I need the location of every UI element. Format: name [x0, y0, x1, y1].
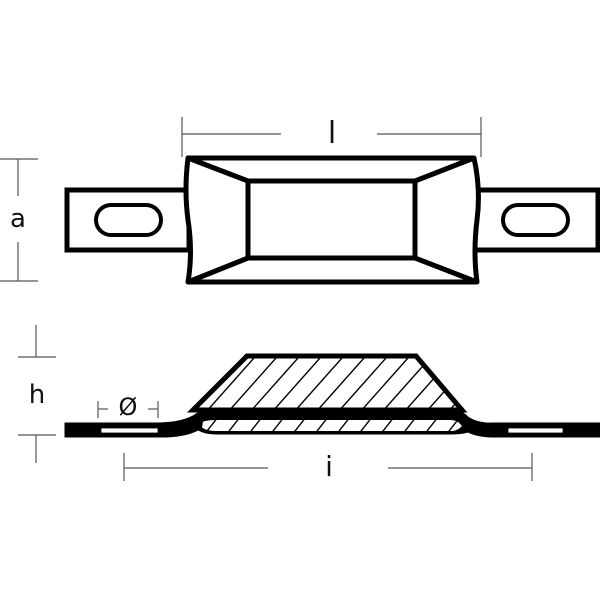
label-length-l: l — [327, 116, 337, 151]
lower-hatch-outline — [199, 418, 465, 433]
dimension-i-line — [123, 453, 533, 481]
dimension-a-line — [0, 158, 38, 282]
side-section-view — [18, 325, 600, 481]
dimension-diameter-line — [97, 401, 159, 418]
left-slot — [94, 203, 163, 237]
left-mounting-tab — [64, 187, 192, 253]
right-slot-section — [507, 427, 564, 434]
label-length-i: i — [325, 450, 333, 483]
label-hole-diameter: Ø — [118, 393, 138, 421]
right-mounting-tab — [471, 187, 600, 253]
dimension-l-line — [181, 117, 482, 157]
top-view — [0, 117, 600, 285]
right-slot — [501, 203, 570, 237]
label-height-h: h — [28, 380, 46, 410]
label-width-a: a — [10, 204, 26, 234]
anode-section-upper — [186, 353, 468, 413]
left-slot-section — [100, 427, 159, 434]
anode-body-top — [183, 155, 481, 285]
dimension-h-line — [18, 325, 56, 463]
hatch-lower-visible — [199, 417, 465, 434]
